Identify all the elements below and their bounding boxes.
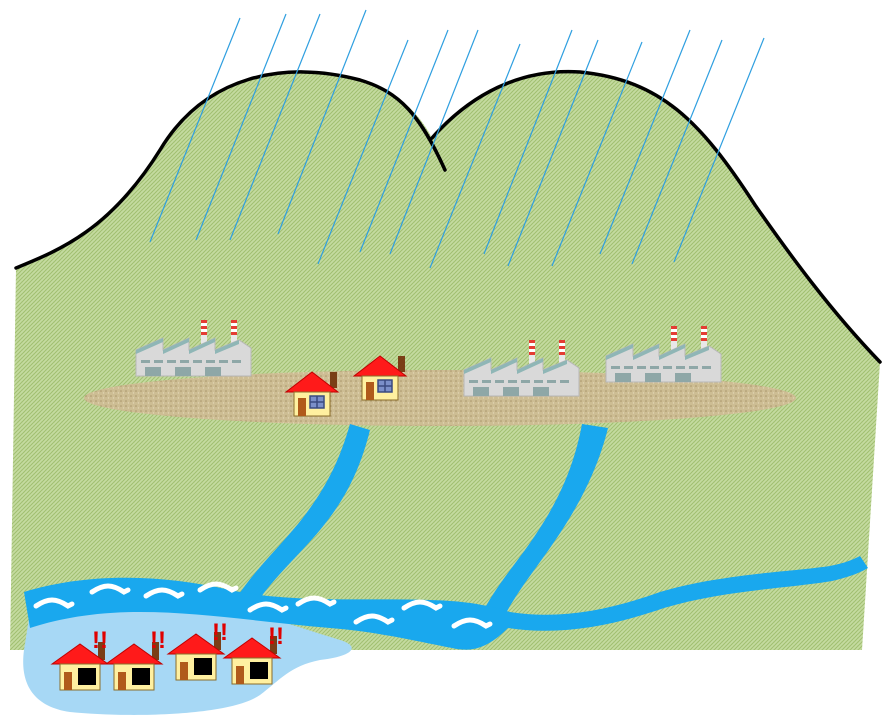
warning-mark: !! — [92, 627, 108, 654]
warning-mark: !! — [150, 627, 166, 654]
warning-mark: !! — [268, 623, 284, 650]
warning-mark: !! — [212, 619, 228, 646]
